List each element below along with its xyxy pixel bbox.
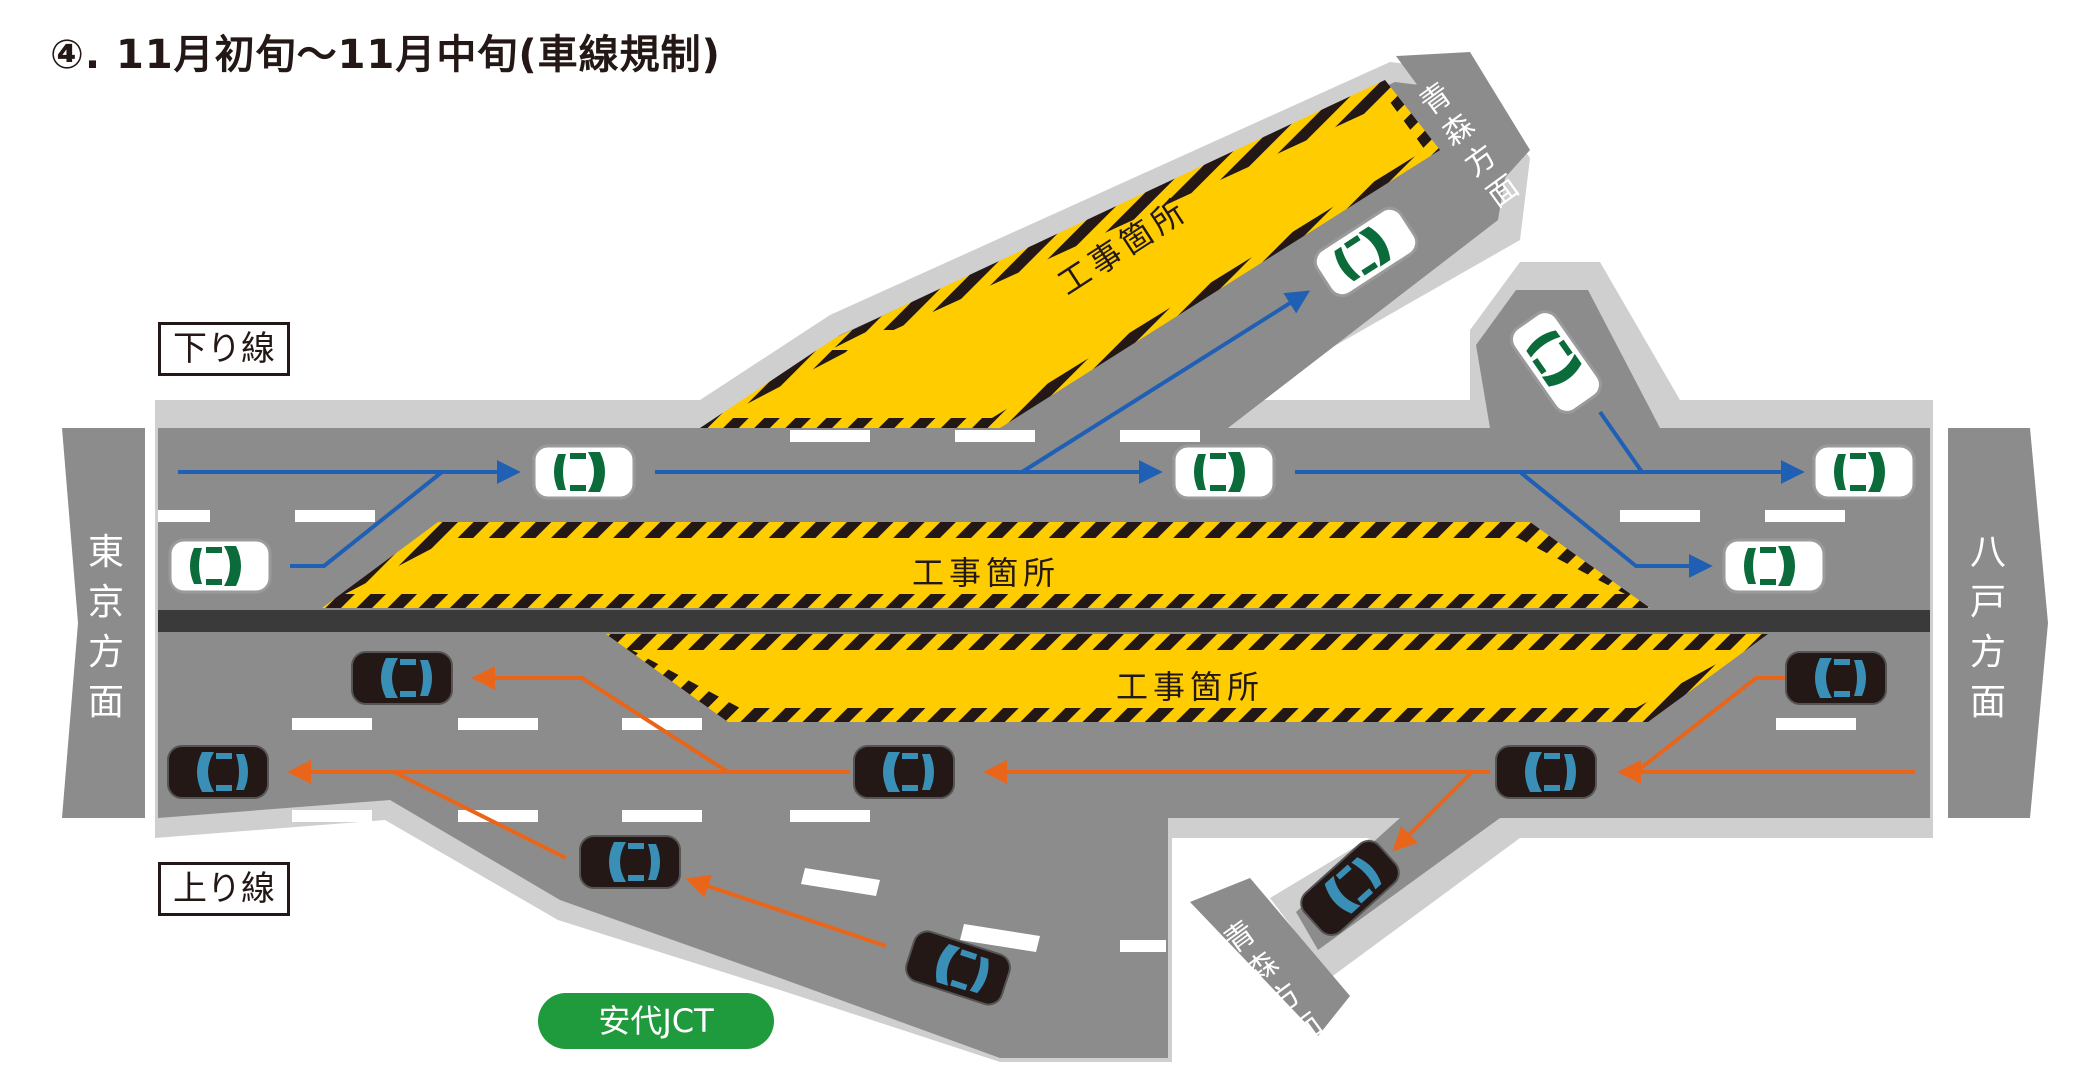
downline-label: 下り線 — [158, 322, 290, 376]
work-zone-downline — [322, 522, 1650, 608]
work-zone-label-upline: 工事箇所 — [1116, 668, 1265, 706]
flow-arrow — [290, 470, 444, 568]
white-car — [1722, 538, 1826, 594]
flow-arrow — [1518, 470, 1713, 578]
black-car — [853, 745, 955, 799]
white-car — [1172, 444, 1276, 500]
black-car — [1495, 745, 1597, 799]
flow-arrow — [1598, 410, 1644, 474]
median — [158, 610, 1930, 632]
upline-flow — [287, 666, 1915, 948]
side-blocks — [62, 52, 2048, 1036]
hachinohe-direction-label: 八 戸 方 面 — [1969, 532, 2006, 723]
work-zone-upline — [606, 634, 1768, 722]
white-car — [1812, 444, 1916, 500]
black-car — [1785, 651, 1887, 705]
upline-label: 上り線 — [158, 862, 290, 916]
flow-arrow — [1392, 770, 1474, 852]
downline-flow — [178, 290, 1805, 578]
flow-arrow — [1020, 290, 1311, 474]
white-car — [532, 444, 636, 500]
lane-markings — [158, 430, 1856, 952]
jct-badge: 安代JCT — [538, 993, 774, 1049]
black-car — [351, 651, 453, 705]
flow-arrow — [685, 874, 887, 948]
white-car — [168, 538, 272, 594]
work-zone-label-downline: 工事箇所 — [912, 554, 1061, 592]
page-title: ④. 11月初旬〜11月中旬(車線規制) — [50, 32, 721, 78]
flow-arrow — [1634, 676, 1796, 774]
black-car — [579, 835, 681, 889]
flow-arrow — [393, 770, 567, 860]
tokyo-direction-label: 東 京 方 面 — [87, 532, 124, 723]
flow-arrow — [471, 666, 730, 774]
black-car — [167, 745, 269, 799]
work-zone-ramp — [700, 80, 1440, 428]
